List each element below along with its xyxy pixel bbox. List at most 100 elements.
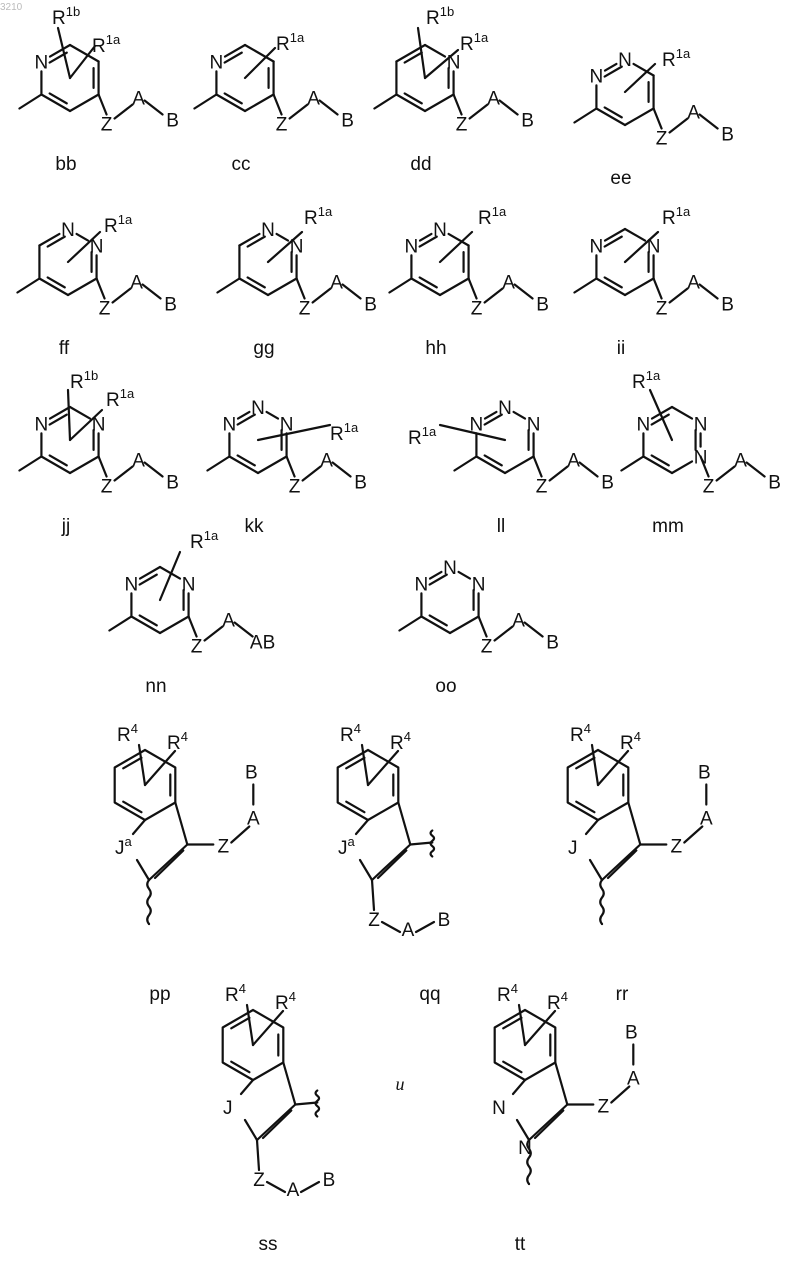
ring-nitrogen: N [261, 220, 275, 241]
ring-bond [605, 229, 625, 241]
benzene-double-bond [576, 802, 594, 813]
z-group: Z [218, 837, 230, 858]
five-ring-double-bond [263, 1111, 291, 1139]
ring-nitrogen: N [405, 237, 419, 258]
a-b-bond [333, 463, 351, 477]
structure-rr: JR4R4ZABrr [568, 721, 713, 1005]
ring-bond [68, 279, 97, 296]
ring-bond [277, 234, 288, 241]
a-b-bond [525, 623, 543, 637]
structure-label-tt: tt [515, 1234, 526, 1255]
ring-nitrogen: N [125, 575, 139, 596]
b-group: B [438, 910, 451, 931]
a-b-bond [500, 101, 518, 115]
b-group: B [164, 295, 177, 316]
structure-dd: NZABR1bR1add [374, 4, 534, 175]
structure-label-bb: bb [55, 154, 76, 175]
structure-label-jj: jj [61, 516, 70, 537]
z-group: Z [671, 837, 683, 858]
structure-label-dd: dd [410, 154, 431, 175]
structure-cc: NZABR1acc [194, 30, 354, 175]
ring-bond [268, 279, 297, 296]
ring-bond [39, 234, 59, 246]
z-group: Z [191, 637, 203, 658]
five-ring-bond [513, 1080, 525, 1094]
a-b-bond [700, 285, 718, 299]
a-b-bond [320, 101, 338, 115]
ring-nitrogen: N [251, 398, 265, 419]
five-ring-bond [590, 860, 602, 880]
ring-nitrogen: N [618, 50, 632, 71]
structure-label-ii: ii [617, 338, 625, 359]
conjunction: и [396, 1074, 405, 1094]
substituent-r1a: R1a [190, 528, 219, 553]
z-bond [297, 279, 305, 299]
substituent-r1a: R1a [92, 32, 121, 57]
benzene-double-bond [503, 1062, 521, 1073]
structure-label-gg: gg [253, 338, 274, 359]
substituent-r4: R4 [117, 721, 138, 746]
ring-bond [140, 567, 160, 579]
b-group: B [166, 473, 179, 494]
substituent-r1a: R1a [460, 30, 489, 55]
substituent-r4: R4 [547, 989, 568, 1014]
z-bond [99, 95, 107, 115]
z-bond [257, 1140, 259, 1170]
benzene-double-bond [231, 1018, 249, 1028]
structure-pp: JaR4R4ZABpp [115, 721, 260, 1005]
five-ring-double-bond [378, 851, 406, 879]
a-group: A [130, 273, 143, 294]
methyl-bond [374, 95, 396, 109]
attachment-wavy-bond [600, 880, 604, 924]
z-bond [654, 279, 662, 299]
z-group: Z [598, 1097, 610, 1118]
ring-bond [50, 407, 70, 419]
ring-nitrogen: N [492, 1098, 506, 1119]
z-bond [189, 617, 197, 637]
benzene-double-bond [346, 802, 364, 813]
ring-nitrogen: N [447, 53, 461, 74]
five-ring-bond [257, 1105, 295, 1141]
methyl-bond [399, 617, 421, 631]
ring-bond [440, 279, 469, 296]
ring-bond [50, 45, 70, 57]
z-bond [99, 457, 107, 477]
b-group: B [536, 295, 549, 316]
z-group: Z [703, 477, 715, 498]
ring-nitrogen: N [637, 415, 651, 436]
a-group: A [402, 920, 415, 941]
substituent-r1a: R1a [304, 204, 333, 229]
b-group: B [546, 633, 559, 654]
substituent-r1b: R1b [70, 368, 98, 393]
ring-bond [245, 95, 274, 112]
ring-nitrogen: N [61, 220, 75, 241]
z-a-bond [485, 289, 503, 303]
structure-label-ee: ee [610, 168, 631, 189]
z-bond [454, 95, 462, 115]
methyl-bond [454, 457, 476, 471]
z-group: Z [456, 115, 468, 136]
z-a-bond [313, 289, 331, 303]
ring-bond [225, 45, 245, 57]
substituent-bond [58, 28, 70, 78]
z-a-bond [495, 627, 513, 641]
ring-nitrogen: N [590, 237, 604, 258]
methyl-bond [217, 279, 239, 293]
b-group: B [625, 1023, 638, 1044]
ring-nitrogen: N [210, 53, 224, 74]
structure-ii: NNZABR1aii [574, 204, 734, 359]
structure-oo: NNNZABoo [399, 558, 559, 697]
substituent-r1b: R1b [52, 4, 80, 29]
z-group: Z [299, 299, 311, 320]
structure-nn: NNZAABR1ann [109, 528, 275, 697]
z-group: Z [253, 1170, 265, 1191]
substituent-r4: R4 [167, 729, 188, 754]
b-group: B [341, 111, 354, 132]
ring-nitrogen: N [35, 53, 49, 74]
a-b-bond [416, 922, 434, 932]
z-a-bond [267, 1182, 285, 1192]
structure-kk: NNNZABR1akk [207, 398, 367, 537]
ring-nitrogen: N [182, 575, 196, 596]
five-ring-bond [149, 845, 187, 881]
